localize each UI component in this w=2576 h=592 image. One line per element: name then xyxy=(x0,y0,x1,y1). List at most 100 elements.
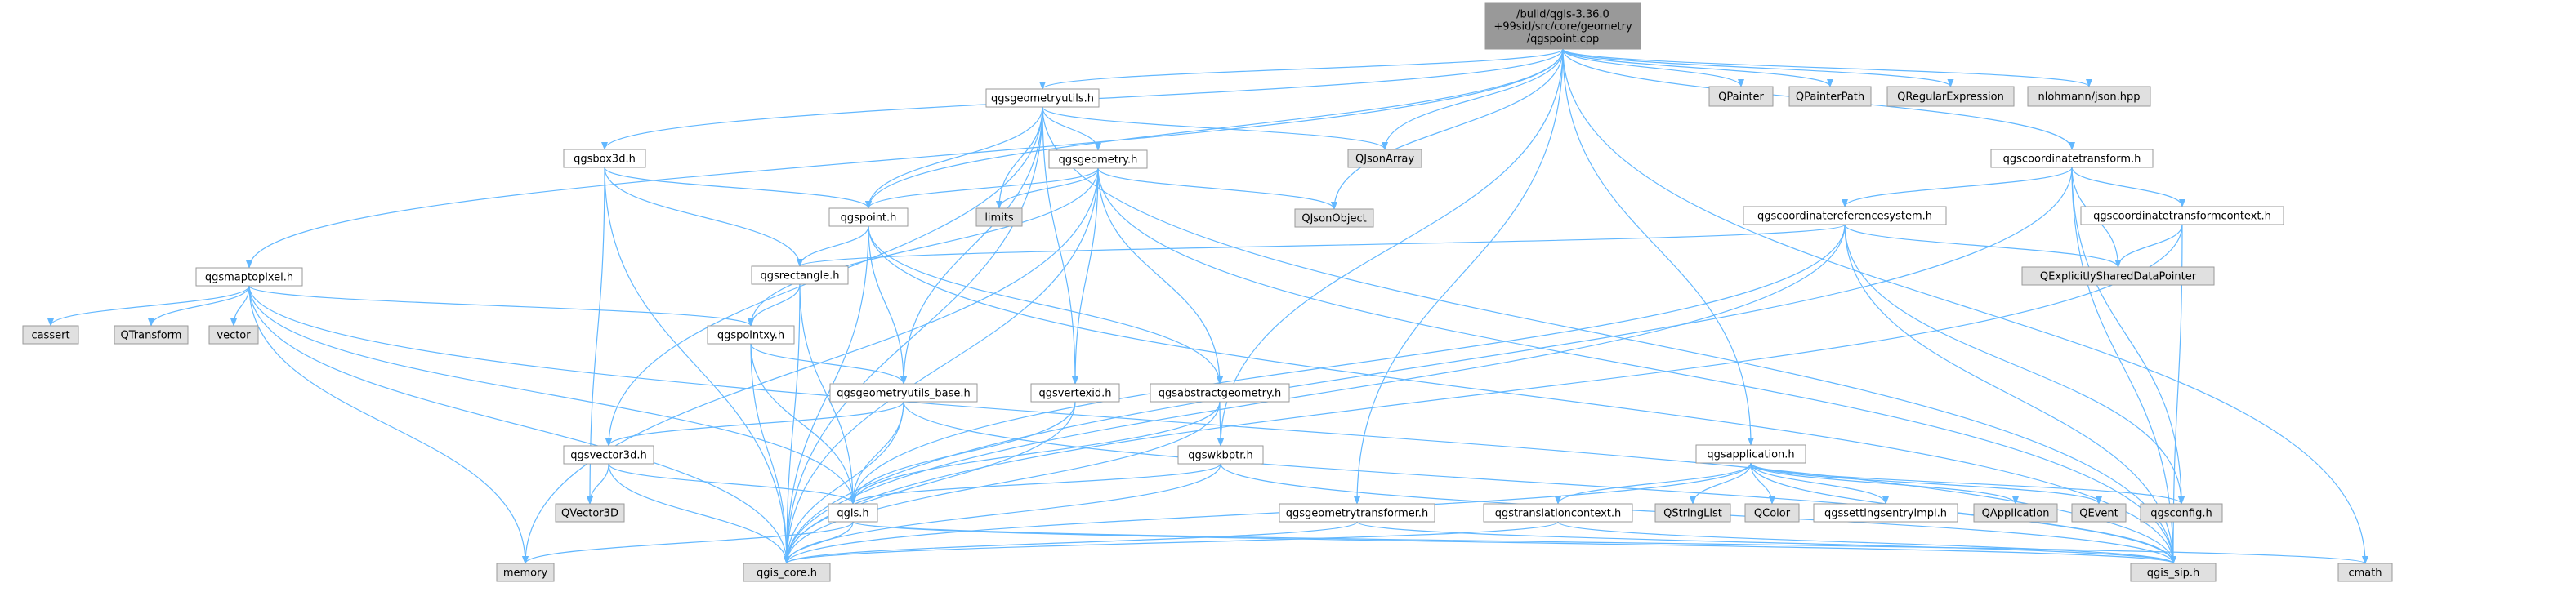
node-box xyxy=(1279,503,1435,523)
edge-qgspoint_cpp-to-qpainter xyxy=(1562,48,1744,87)
node-box xyxy=(975,207,1023,227)
node-label: limits xyxy=(984,212,1014,225)
node-qgsvertexid-h[interactable]: qgsvertexid.h xyxy=(1030,383,1120,403)
node-box xyxy=(1990,149,2154,168)
edge-qgis_h-to-qgis_sip_h xyxy=(852,521,2176,564)
node-box xyxy=(1150,383,1290,403)
node-qgsmaptopixel-h[interactable]: qgsmaptopixel.h xyxy=(195,267,303,287)
node-qgsabstractgeometry-h[interactable]: qgsabstractgeometry.h xyxy=(1150,383,1290,403)
node-qgsgeometry-h[interactable]: qgsgeometry.h xyxy=(1048,149,1148,169)
node-label: /build/qgis-3.36.0 xyxy=(1516,9,1609,21)
edge-qgspointxy_h-to-qgsgeometryutils_base_h xyxy=(750,343,907,385)
node-label: QEvent xyxy=(2079,508,2118,520)
node-qgswkbptr-h[interactable]: qgswkbptr.h xyxy=(1177,445,1264,465)
edge-qgsapplication_h-to-qgis_sip_h xyxy=(1750,462,2176,564)
node-qgscoordinatetransformcontext-h[interactable]: qgscoordinatetransformcontext.h xyxy=(2080,206,2284,225)
node-qgsgeometryutils-h[interactable]: qgsgeometryutils.h xyxy=(985,88,1100,108)
node-box xyxy=(1347,149,1422,168)
edge-qgscoordinatetransform_h-to-qgis_sip_h xyxy=(2071,167,2176,564)
node-qgsgeometrytransformer-h[interactable]: qgsgeometrytransformer.h xyxy=(1279,503,1435,523)
node-label: cassert xyxy=(31,330,69,342)
node-label: qgsgeometry.h xyxy=(1059,154,1138,167)
node-label: qgscoordinatereferencesystem.h xyxy=(1757,211,1932,223)
node-qgsgeometryutils-base-h[interactable]: qgsgeometryutils_base.h xyxy=(829,383,978,403)
edge-qgspoint_h-to-qgsabstractgeometry_h xyxy=(868,225,1223,385)
node-nlohmann-json: nlohmann/json.hpp xyxy=(2027,86,2151,107)
node-box xyxy=(22,325,79,345)
node-qgspointxy-h[interactable]: qgspointxy.h xyxy=(707,325,795,345)
node-limits: limits xyxy=(975,207,1023,227)
node-box xyxy=(563,149,646,168)
node-label: qgsapplication.h xyxy=(1707,449,1794,461)
node-box xyxy=(1030,383,1120,403)
node-qvector3d: QVector3D xyxy=(555,503,625,523)
node-qgis-h[interactable]: qgis.h xyxy=(828,503,878,523)
node-box xyxy=(1973,503,2058,523)
edge-qgsgeometryutils_h-to-qgis_sip_h xyxy=(1042,106,2176,564)
edge-qgspoint_cpp-to-qgsgeometryutils_h xyxy=(1039,48,1564,90)
edge-qgsabstractgeometry_h-to-qgis_h xyxy=(850,401,1221,505)
node-label: cmath xyxy=(2348,568,2382,580)
edge-qgsrectangle_h-to-qgis_core_h xyxy=(784,283,801,564)
node-cassert: cassert xyxy=(22,325,79,345)
node-label: qgscoordinatetransform.h xyxy=(2003,154,2141,166)
nodes-layer: /build/qgis-3.36.0+99sid/src/core/geomet… xyxy=(22,2,2393,582)
edge-qgsapplication_h-to-qapplication xyxy=(1750,462,2019,505)
edge-qgscoordinatereferencesystem_h-to-qgis_sip_h xyxy=(1844,224,2176,564)
node-label: qgsconfig.h xyxy=(2150,508,2212,520)
node-qgspoint-h[interactable]: qgspoint.h xyxy=(828,207,909,227)
edge-qgspoint_cpp-to-qgsgeometrytransformer_h xyxy=(1354,48,1564,505)
node-qgssettingsentryimpl-h[interactable]: qgssettingsentryimpl.h xyxy=(1813,503,1958,523)
node-memory: memory xyxy=(496,563,555,582)
edge-qgsmaptopixel_h-to-qtransform xyxy=(148,285,250,327)
node-label: memory xyxy=(503,568,548,580)
edge-qgsmaptopixel_h-to-qgspointxy_h xyxy=(248,285,754,327)
edge-qgscoordinatetransform_h-to-qgscoordinatereferencesystem_h xyxy=(1842,167,2073,207)
node-label: qgstranslationcontext.h xyxy=(1495,508,1622,520)
node-qexplicitlyshareddatapointer: QExplicitlySharedDataPointer xyxy=(2021,266,2215,286)
node-box xyxy=(1048,149,1148,169)
node-box xyxy=(2130,563,2217,582)
node-qgscoordinatetransform-h[interactable]: qgscoordinatetransform.h xyxy=(1990,149,2154,168)
node-box xyxy=(1886,86,2015,107)
node-box xyxy=(828,207,909,227)
edge-qgsbox3d_h-to-qgspoint_h xyxy=(604,167,872,209)
node-qgscoordinatereferencesystem-h[interactable]: qgscoordinatereferencesystem.h xyxy=(1743,206,1947,225)
node-qjsonarray: QJsonArray xyxy=(1347,149,1422,168)
node-qgsapplication-h[interactable]: qgsapplication.h xyxy=(1695,444,1806,464)
edge-qgsmaptopixel_h-to-qgis_h xyxy=(248,285,856,505)
node-label: QColor xyxy=(1754,508,1791,520)
edge-qgsvector3d_h-to-qgis_h xyxy=(608,463,856,505)
node-label: qgsvector3d.h xyxy=(570,450,646,462)
edge-qgscoordinatereferencesystem_h-to-qgsrectangle_h xyxy=(797,224,1846,267)
node-box xyxy=(1788,86,1872,107)
node-box xyxy=(707,325,795,345)
node-qgsvector3d-h[interactable]: qgsvector3d.h xyxy=(563,445,654,465)
edge-qgspoint_cpp-to-qpainterpath xyxy=(1562,48,1833,87)
node-box xyxy=(1743,206,1947,225)
node-label: QPainter xyxy=(1718,91,1764,104)
edge-qgsbox3d_h-to-qgsrectangle_h xyxy=(604,167,803,267)
edge-qgstranslationcontext_h-to-qgis_core_h xyxy=(784,521,1559,564)
node-box xyxy=(829,383,978,403)
edge-qgsgeometry_h-to-qgspointxy_h xyxy=(748,167,1099,327)
node-qgsrectangle-h[interactable]: qgsrectangle.h xyxy=(751,265,849,285)
edge-qgsabstractgeometry_h-to-qgswkbptr_h xyxy=(1217,401,1224,447)
node-qgstranslationcontext-h[interactable]: qgstranslationcontext.h xyxy=(1483,503,1633,523)
edge-qgsgeometry_h-to-qgspoint_h xyxy=(865,167,1099,209)
edge-qgswkbptr_h-to-qgis_h xyxy=(850,463,1221,505)
edge-qgsrectangle_h-to-qgspointxy_h xyxy=(748,283,801,327)
node-qpainter: QPainter xyxy=(1708,86,1774,107)
edge-qgsgeometryutils_h-to-qgsgeometry_h xyxy=(1042,106,1101,151)
edge-qgis_h-to-qgis_core_h xyxy=(784,521,854,564)
edge-qgstranslationcontext_h-to-qgis_sip_h xyxy=(1557,521,2176,564)
node-label: QTransform xyxy=(121,330,182,342)
node-qgis-sip-h: qgis_sip.h xyxy=(2130,563,2217,582)
edge-qgspoint_h-to-qgsgeometryutils_base_h xyxy=(868,225,907,385)
node-qjsonobject: QJsonObject xyxy=(1294,208,1374,228)
node-label: qgsrectangle.h xyxy=(760,270,839,283)
node-box xyxy=(985,88,1100,108)
node-qgsbox3d-h[interactable]: qgsbox3d.h xyxy=(563,149,646,168)
edge-qgsmaptopixel_h-to-memory xyxy=(248,285,529,564)
node-label: qgswkbptr.h xyxy=(1188,450,1253,462)
